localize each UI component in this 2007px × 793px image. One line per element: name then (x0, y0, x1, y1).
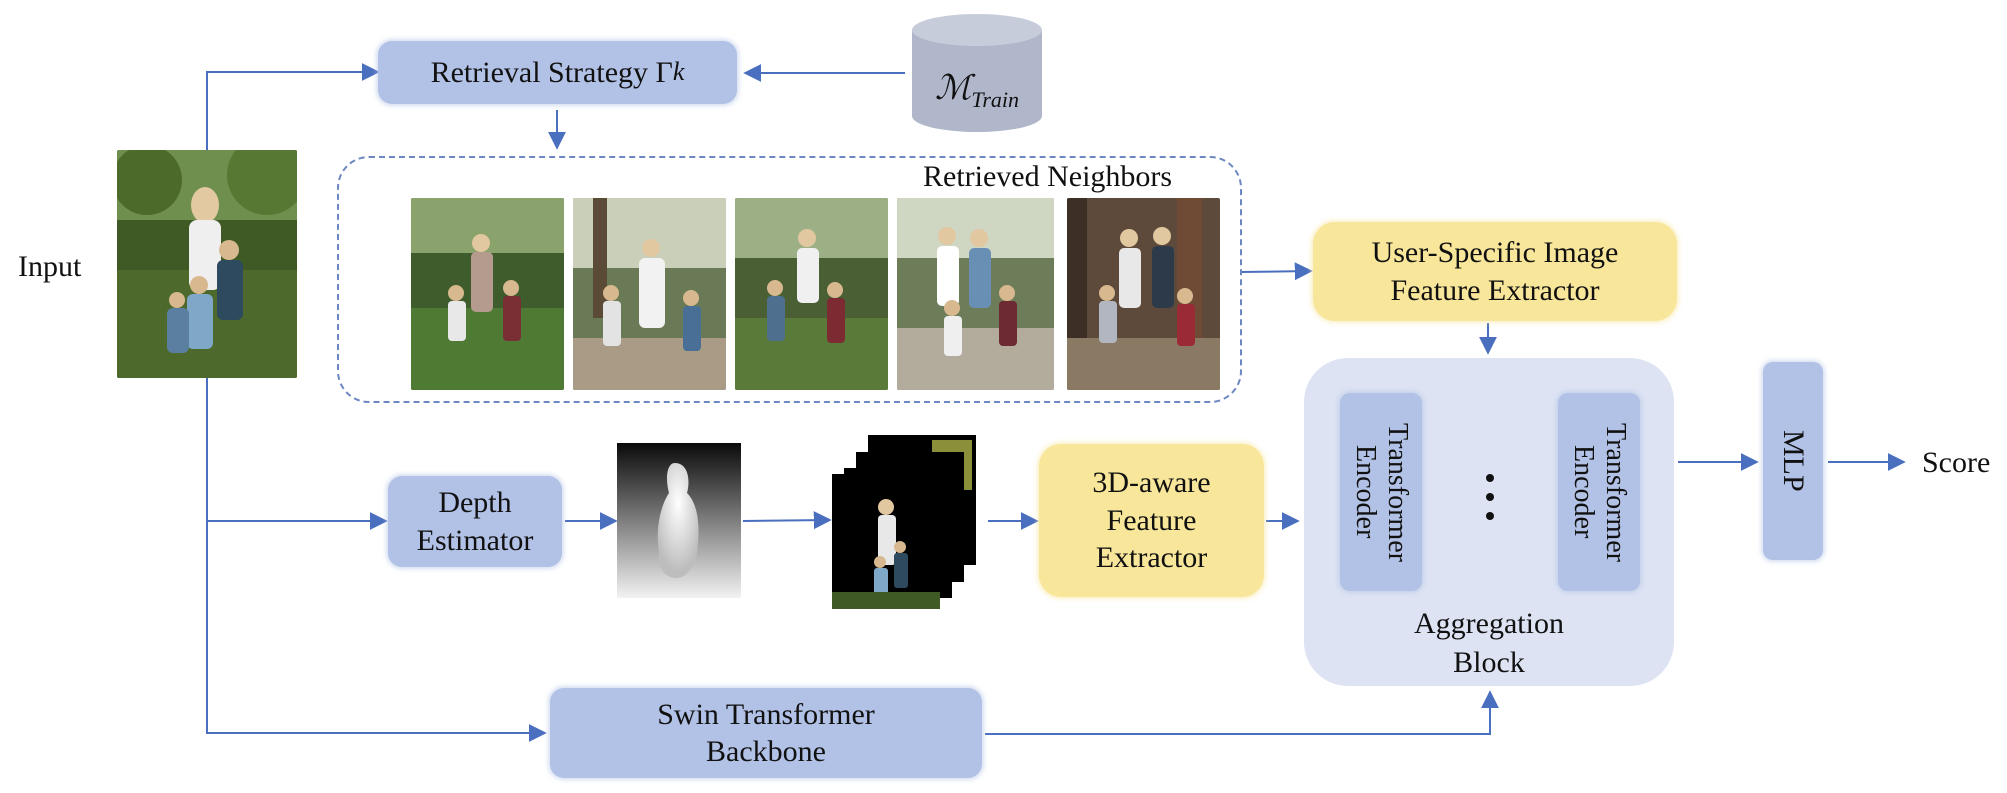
aggregation-line2: Block (1453, 646, 1525, 679)
transformer-encoder-1: Transformer Encoder (1340, 393, 1422, 591)
mlp-label: MLP (1776, 430, 1810, 492)
transformer-encoder-2: Transformer Encoder (1558, 393, 1640, 591)
retrieval-strategy-subscript: k (672, 57, 685, 87)
feature-3d-line3: Extractor (1095, 541, 1208, 575)
depth-estimator-line2: Estimator (416, 523, 534, 557)
neighbor-photo-5 (1067, 198, 1220, 390)
transformer-encoder-1-line1: Transformer (1382, 422, 1414, 562)
neighbor-photo-icon (1067, 198, 1220, 390)
ellipsis-icon (1486, 474, 1494, 520)
database-cylinder-icon (912, 14, 1042, 132)
family-photo-icon (117, 150, 297, 378)
input-label: Input (18, 250, 82, 283)
swin-transformer-backbone: Swin Transformer Backbone (550, 688, 982, 778)
swin-line2: Backbone (706, 735, 826, 768)
aggregation-label: Aggregation Block (1304, 604, 1674, 682)
neighbor-photo-1 (411, 198, 564, 390)
database-symbol: ℳ (934, 70, 972, 107)
user-specific-feature-extractor: User-Specific Image Feature Extractor (1313, 222, 1677, 321)
neighbor-photo-2 (573, 198, 726, 390)
3d-aware-feature-extractor: 3D-aware Feature Extractor (1039, 444, 1264, 597)
retrieval-strategy-label: Retrieval Strategy Γ (430, 55, 673, 89)
depth-estimator-box: Depth Estimator (388, 476, 562, 567)
depth-map-icon (617, 443, 741, 598)
neighbor-photo-icon (897, 198, 1054, 390)
user-extractor-line2: Feature Extractor (1390, 273, 1600, 307)
mlp-box: MLP (1763, 362, 1823, 560)
transformer-encoder-1-line2: Encoder (1350, 445, 1381, 539)
swin-line1: Swin Transformer (657, 697, 875, 731)
user-extractor-line1: User-Specific Image (1371, 236, 1619, 269)
neighbor-photo-4 (897, 198, 1054, 390)
transformer-encoder-2-line1: Transformer (1600, 422, 1632, 562)
input-family-photo (117, 150, 297, 378)
retrieved-neighbors-region (337, 156, 1242, 403)
database-subscript: Train (971, 86, 1020, 112)
neighbor-photo-icon (573, 198, 726, 390)
score-label: Score (1922, 446, 1991, 479)
neighbor-photo-3 (735, 198, 888, 390)
transformer-encoder-2-line2: Encoder (1568, 445, 1599, 539)
depth-estimator-line1: Depth (438, 486, 512, 519)
aggregation-line1: Aggregation (1414, 607, 1564, 640)
retrieved-neighbors-title: Retrieved Neighbors (923, 160, 1173, 193)
feature-3d-line2: Feature (1106, 503, 1197, 537)
layered-depth-stack (832, 432, 982, 612)
depth-map (617, 443, 741, 598)
feature-3d-line1: 3D-aware (1092, 466, 1211, 500)
3d-layer-stack-icon (832, 435, 976, 609)
neighbor-photo-icon (411, 198, 564, 390)
train-database: ℳTrain (910, 12, 1044, 134)
neighbor-photo-icon (735, 198, 888, 390)
